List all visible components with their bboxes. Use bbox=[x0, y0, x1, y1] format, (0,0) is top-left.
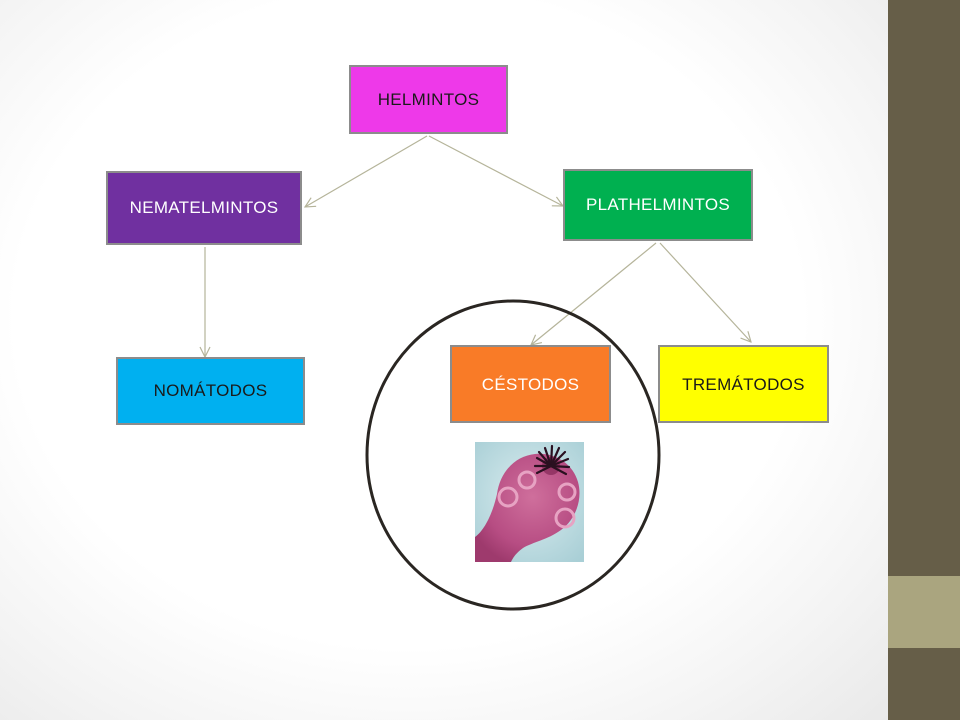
connector-plathelmintos-trematodos bbox=[659, 242, 751, 342]
node-helmintos-label: HELMINTOS bbox=[377, 89, 480, 109]
connector-helmintos-nematelmintos bbox=[305, 135, 428, 207]
node-cestodos-label: CÉSTODOS bbox=[481, 375, 580, 394]
connector-plathelmintos-cestodos bbox=[531, 242, 657, 345]
node-cestodos: CÉSTODOS bbox=[450, 345, 611, 423]
node-nematelmintos-label: NEMATELMINTOS bbox=[129, 198, 279, 217]
theme-sidebar-accent bbox=[888, 576, 960, 648]
node-plathelmintos-label: PLATHELMINTOS bbox=[585, 195, 731, 214]
diagram-connectors bbox=[0, 135, 888, 611]
node-trematodos: TREMÁTODOS bbox=[658, 345, 829, 423]
highlight-circle bbox=[365, 299, 661, 611]
node-plathelmintos: PLATHELMINTOS bbox=[563, 169, 753, 241]
node-trematodos-label: TREMÁTODOS bbox=[682, 375, 805, 394]
node-nematelmintos: NEMATELMINTOS bbox=[106, 171, 302, 245]
node-nomatodos: NOMÁTODOS bbox=[116, 357, 305, 425]
scolex-micrograph-icon bbox=[475, 442, 584, 562]
node-helmintos: HELMINTOS bbox=[349, 65, 508, 134]
connector-helmintos-plathelmintos bbox=[428, 135, 563, 206]
node-nomatodos-label: NOMÁTODOS bbox=[153, 381, 268, 400]
